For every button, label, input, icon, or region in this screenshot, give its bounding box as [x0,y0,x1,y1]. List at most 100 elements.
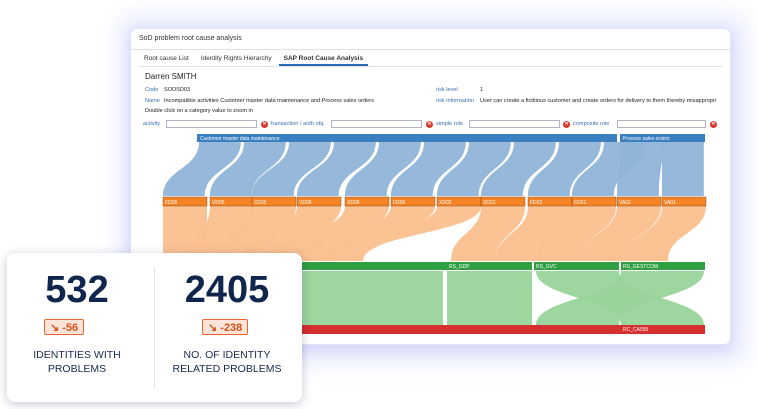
simple-role-node [163,262,447,270]
transaction-node-label: FD05 [165,200,177,206]
tabs-divider [139,66,722,67]
transaction-node [344,196,390,207]
kpi-label-line: RELATED PROBLEMS [172,363,282,375]
transaction-role-flow [319,206,481,261]
activity-transaction-flow [163,142,241,196]
activity-node-label: Process sales orders [623,136,670,142]
composite-role-node-label: RC_CA555 [623,327,649,333]
simple-role-node-label: RS_GDP [449,264,470,270]
kpi-label-line: IDENTITIES WITH [33,349,121,361]
code-value: SODSD03 [164,87,191,93]
activity-node [620,134,705,142]
zoom-hint: Double click on a category value to zoom… [145,108,253,114]
transaction-role-flow [536,206,616,261]
delta-badge: ↘ -238 [202,319,249,335]
activity-filter-input[interactable] [166,120,257,128]
activity-transaction-flow [210,142,286,196]
simple-role-node-label: RS_GESTCOM [623,264,658,270]
simple-role-node [534,262,619,270]
simple-role-node-label: RS_GVC [536,264,557,270]
delta-badge: ↘ -56 [44,319,85,335]
tab-sap-root-cause-analysis[interactable]: SAP Root Cause Analysis [278,54,369,66]
transaction-node-label: XD05 [254,200,267,206]
clear-transaction-filter-icon[interactable]: ✕ [426,121,433,128]
activity-transaction-flow [297,142,376,196]
filter-label-transaction: transaction / auth obj. [271,121,325,127]
name-value: Incompatible activities Customer master … [164,98,374,104]
transaction-role-flow [495,206,572,261]
transaction-role-flow [624,206,706,261]
kpi-identities-with-problems: 532 ↘ -56 IDENTITIES WITH PROBLEMS [7,253,147,402]
transaction-filter-input[interactable] [331,120,422,128]
kpi-label-line: NO. OF IDENTITY [183,349,271,361]
risk-level-label: risk level [436,87,458,93]
kpi-divider [154,267,155,387]
risk-information-value: User can create a fictitious customer an… [480,98,716,104]
transaction-node-label: VA02 [619,200,631,206]
kpi-label: NO. OF IDENTITY RELATED PROBLEMS [157,348,297,376]
tab-bar: Root cause List Identity Rights Hierarch… [139,54,370,66]
transaction-node [661,196,707,207]
activity-transaction-flow [252,142,331,196]
transaction-node [571,196,617,207]
filter-label-composite-role: composite role [573,121,610,127]
transaction-node-label: XD01 [483,200,496,206]
transaction-role-flow [215,206,296,261]
risk-level-value: 1 [480,87,484,93]
transaction-node-label: FD06 [393,200,405,206]
activity-node [197,134,617,142]
filter-label-activity: activity [143,121,161,127]
code-label: Code [145,87,159,93]
tab-identity-rights-hierarchy[interactable]: Identity Rights Hierarchy [200,55,272,62]
root-cause-window: SoD problem root cause analysis Root cau… [131,29,730,344]
filter-label-simple-role: simple role [436,121,464,127]
clear-simple-role-filter-icon[interactable]: ✕ [563,121,570,128]
transaction-node [296,196,342,207]
transaction-node [390,196,436,207]
kpi-card: 532 ↘ -56 IDENTITIES WITH PROBLEMS 2405 … [7,253,302,402]
clear-activity-filter-icon[interactable]: ✕ [261,121,268,128]
transaction-role-flow [451,206,525,261]
composite-role-node [163,325,705,334]
kpi-value: 2405 [184,269,270,311]
activity-node-label: Customer master data maintenance [200,136,280,142]
name-label: Name [145,98,160,104]
transaction-node-label: VD05 [212,200,225,206]
transaction-role-flow [267,206,389,261]
activity-transaction-flow [391,142,466,196]
activity-transaction-flow [528,142,601,196]
transaction-role-flow [580,206,661,261]
simple-role-node [447,262,532,270]
kpi-value: 532 [45,269,109,311]
activity-transaction-flow [437,142,511,196]
kpi-label: IDENTITIES WITH PROBLEMS [7,348,147,376]
transaction-role-flow [241,206,341,261]
identity-name: Darren SMITH [145,72,197,81]
kpi-identity-related-problems: 2405 ↘ -238 NO. OF IDENTITY RELATED PROB… [157,253,297,402]
transaction-node-label: XD06 [347,200,360,206]
activity-transaction-flow [481,142,556,196]
composite-role-filter-input[interactable] [617,120,706,128]
tab-root-cause-list[interactable]: Root cause List [144,55,189,62]
transaction-node-label: VD06 [299,200,312,206]
transaction-role-flow [293,206,435,261]
kpi-label-line: PROBLEMS [47,363,107,375]
sap-sankey-diagram: Customer master data maintenance Process … [162,134,707,334]
transaction-node [480,196,526,207]
window-title: SoD problem root cause analysis [139,35,242,42]
delta-value: -238 [220,322,243,334]
activity-transaction-flow [617,142,663,196]
transaction-node [616,196,662,207]
transaction-node-label: VA01 [664,200,676,206]
activity-transaction-flow [662,142,704,196]
transaction-node-label: XD02 [439,200,452,206]
clear-composite-role-filter-icon[interactable]: ✕ [710,121,717,128]
arrow-down-right-icon: ↘ [50,322,63,334]
simple-role-filter-input[interactable] [469,120,560,128]
role-composite-flow [536,271,704,325]
transaction-node-label: FD02 [530,200,542,206]
role-composite-flow [447,271,532,325]
transaction-node-label: FD01 [574,200,586,206]
risk-information-label: risk information [436,98,474,104]
transaction-node [251,196,297,207]
